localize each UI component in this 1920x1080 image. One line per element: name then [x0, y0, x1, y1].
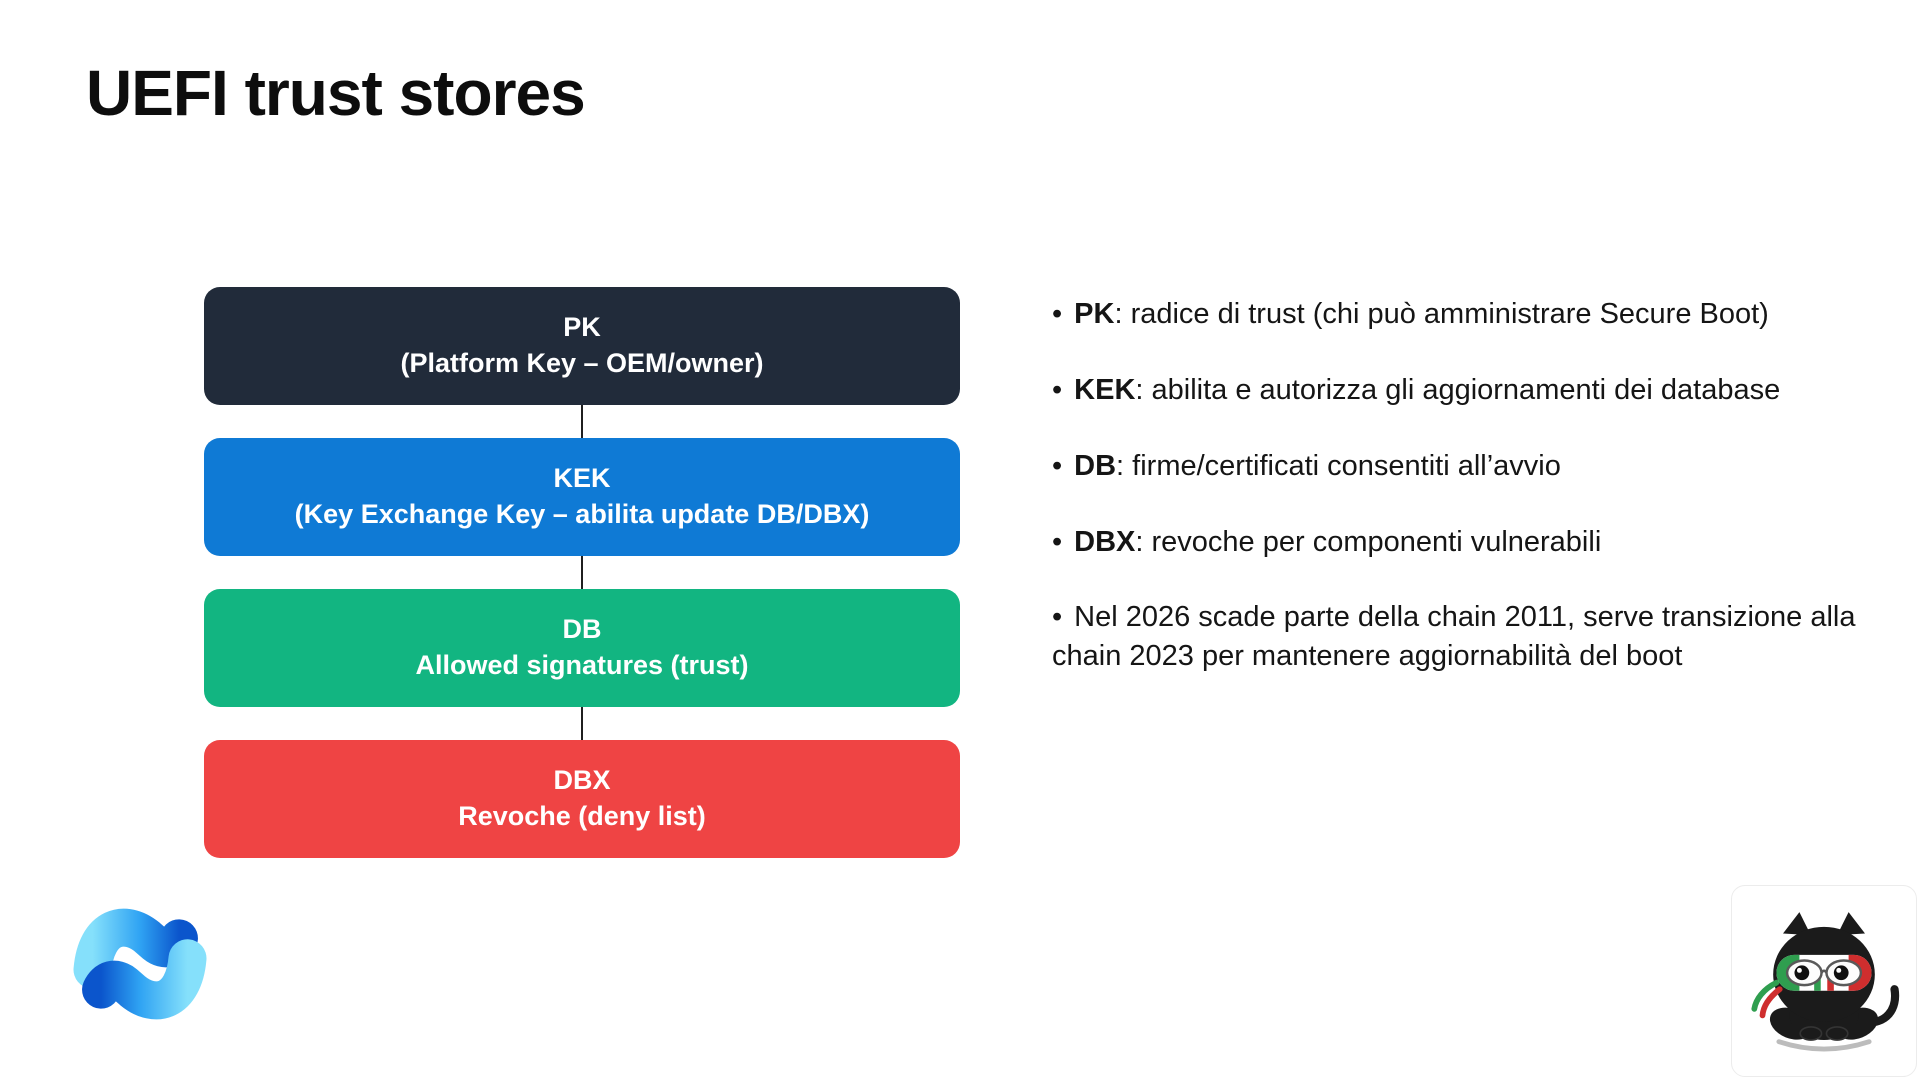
bullet-marker: •	[1052, 373, 1063, 406]
bullet-list: • PK: radice di trust (chi può amministra…	[1052, 295, 1902, 713]
bullet-marker: •	[1052, 449, 1063, 482]
bullet-text: Nel 2026 scade parte della chain 2011, s…	[1052, 601, 1856, 673]
box-db: DB Allowed signatures (trust)	[204, 589, 960, 707]
box-dbx: DBX Revoche (deny list)	[204, 740, 960, 858]
bullet-text: : radice di trust (chi può amministrare …	[1114, 298, 1769, 330]
bullet-label: DB	[1074, 449, 1117, 482]
connector-line-2	[581, 556, 583, 589]
bullet-text: : firme/certificati consentiti all’avvio	[1116, 449, 1561, 482]
box-dbx-subtitle: Revoche (deny list)	[458, 801, 706, 831]
box-dbx-title: DBX	[553, 765, 611, 796]
bullet-db: • DB: firme/certificati consentiti all’av…	[1052, 447, 1902, 486]
connector-line-1	[581, 405, 583, 438]
bullet-label: DBX	[1074, 525, 1136, 558]
box-kek-title: KEK	[553, 463, 611, 494]
n-ribbon-logo-icon	[64, 888, 216, 1040]
bullet-pk: • PK: radice di trust (chi può amministra…	[1052, 295, 1902, 334]
connector-line-3	[581, 707, 583, 740]
bullet-marker: •	[1052, 525, 1063, 558]
bullet-2026-transition: •Nel 2026 scade parte della chain 2011, …	[1052, 598, 1902, 676]
italian-ninja-cat-icon	[1751, 912, 1900, 1052]
bullet-marker: •	[1052, 298, 1063, 330]
box-db-title: DB	[562, 614, 602, 645]
bullet-dbx: • DBX: revoche per componenti vulnerabili	[1052, 523, 1902, 562]
bullet-text: : revoche per componenti vulnerabili	[1135, 525, 1602, 558]
slide-title: UEFI trust stores	[86, 57, 586, 129]
bullet-text: : abilita e autorizza gli aggiornamenti …	[1135, 373, 1781, 406]
box-db-subtitle: Allowed signatures (trust)	[415, 650, 749, 680]
box-pk-title: PK	[563, 312, 601, 343]
bullet-marker: •	[1052, 601, 1063, 634]
bullet-label: KEK	[1074, 373, 1136, 406]
trust-store-diagram: PK (Platform Key – OEM/owner) KEK (Key E…	[204, 287, 960, 858]
box-kek-subtitle: (Key Exchange Key – abilita update DB/DB…	[294, 499, 870, 529]
box-pk-subtitle: (Platform Key – OEM/owner)	[400, 348, 764, 378]
bullet-label: PK	[1074, 298, 1115, 330]
box-kek: KEK (Key Exchange Key – abilita update D…	[204, 438, 960, 556]
bullet-kek: • KEK: abilita e autorizza gli aggiorname…	[1052, 371, 1902, 410]
box-pk: PK (Platform Key – OEM/owner)	[204, 287, 960, 405]
mascot-card	[1731, 885, 1917, 1077]
